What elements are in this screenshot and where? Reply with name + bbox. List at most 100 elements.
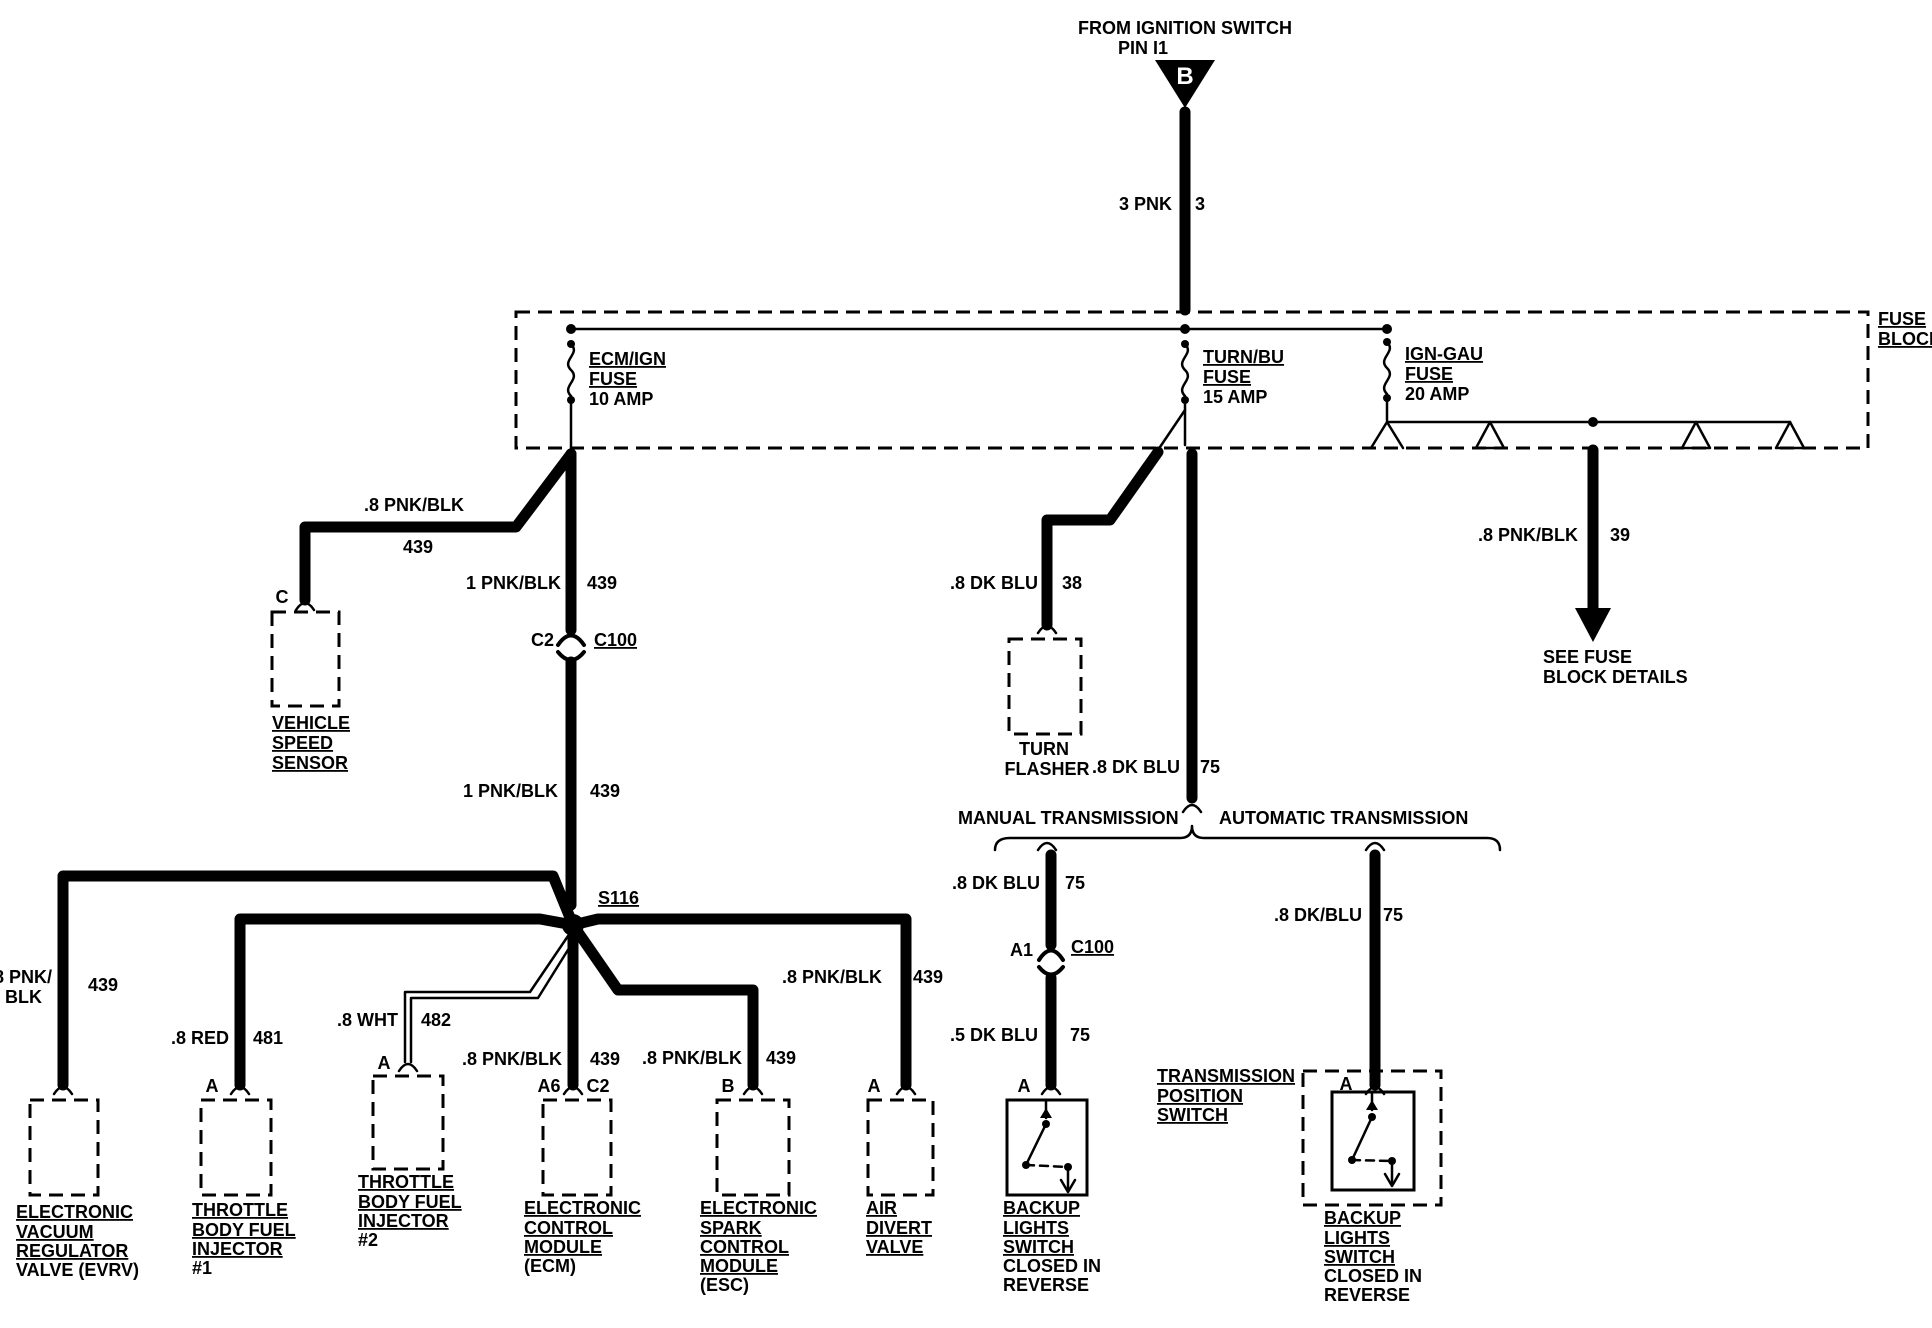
vss-wire-label: .8 PNK/BLK [364,495,464,515]
svg-text:VALVE (EVRV): VALVE (EVRV) [16,1260,139,1280]
turn-flasher-wire-label: .8 DK BLU [950,573,1038,593]
vss-name-line2: SPEED [272,733,333,753]
source-wire-label: 3 PNK [1119,194,1172,214]
injector2-wire-label: .8 WHT [337,1010,398,1030]
svg-text:BODY FUEL: BODY FUEL [192,1220,296,1240]
turn-branch: .8 DK BLU 38 TURN FLASHER .8 DK BLU 75 M… [950,446,1502,1305]
injector2-wire-b [409,935,578,1064]
injector1-wire-label: .8 RED [171,1028,229,1048]
fuse-symbol-icon [1382,340,1392,396]
svg-text:CONTROL: CONTROL [700,1237,789,1257]
svg-text:SPARK: SPARK [700,1218,762,1238]
manual-connector-name: C100 [1071,937,1114,957]
injector1-wire [234,913,579,1091]
turn-flasher-name2: FLASHER [1005,759,1090,779]
ecm-pin-c2: C2 [586,1076,609,1096]
manual-switch-name: BACKUP LIGHTS SWITCH CLOSED IN REVERSE [1003,1198,1101,1295]
fuse-details-note-line1: SEE FUSE [1543,647,1632,667]
ecm-pin-a6: A6 [537,1076,560,1096]
svg-text:BACKUP: BACKUP [1324,1208,1401,1228]
ecm-main-wire-label-lower: 1 PNK/BLK [463,781,558,801]
manual-connector-pin: A1 [1010,940,1033,960]
svg-text:BACKUP: BACKUP [1003,1198,1080,1218]
arrow-down-icon [1575,608,1611,642]
fuse-block-label-line1: FUSE [1878,309,1926,329]
svg-text:BODY FUEL: BODY FUEL [358,1192,462,1212]
svg-text:SWITCH: SWITCH [1003,1237,1074,1257]
fuse-turn-bu: TURN/BU FUSE 15 AMP [1156,340,1284,452]
air-divert-pin: A [868,1076,881,1096]
svg-text:THROTTLE: THROTTLE [192,1200,288,1220]
ecm-name: ELECTRONIC CONTROL MODULE (ECM) [524,1198,641,1276]
injector1-pin: A [206,1076,219,1096]
svg-text:CLOSED IN: CLOSED IN [1003,1256,1101,1276]
svg-text:#1: #1 [192,1258,212,1278]
fuse-symbol-icon [566,342,576,398]
evrv-circuit: 439 [88,975,118,995]
turn-flasher-circuit: 38 [1062,573,1082,593]
vehicle-speed-sensor-box [270,610,341,708]
injector1-circuit: 481 [253,1028,283,1048]
svg-text:(ESC): (ESC) [700,1275,749,1295]
turn-flasher-wire [1041,446,1164,631]
svg-text:(ECM): (ECM) [524,1256,576,1276]
fuse-ign-rating: 20 AMP [1405,384,1469,404]
air-divert-wire [567,913,912,1091]
vss-name-line1: VEHICLE [272,713,350,733]
manual-circuit-upper: 75 [1065,873,1085,893]
automatic-switch-pin: A [1340,1074,1353,1094]
ecm-main-circuit-upper: 439 [587,573,617,593]
fuse-block: FUSE BLOCK ECM/IGN FUSE 10 AMP TURN/BU F… [514,309,1932,452]
esc-box [715,1098,791,1197]
svg-text:DIVERT: DIVERT [866,1218,932,1238]
tps-name2: POSITION [1157,1086,1243,1106]
svg-text:CLOSED IN: CLOSED IN [1324,1266,1422,1286]
air-divert-name: AIR DIVERT VALVE [866,1198,932,1257]
fuse-details-note-line2: BLOCK DETAILS [1543,667,1688,687]
svg-text:REGULATOR: REGULATOR [16,1241,128,1261]
manual-switch-pin: A [1018,1076,1031,1096]
ecm-connector-name: C100 [594,630,637,650]
esc-circuit: 439 [766,1048,796,1068]
transmission-bracket [993,824,1502,852]
svg-text:REVERSE: REVERSE [1324,1285,1410,1305]
svg-text:SWITCH: SWITCH [1324,1247,1395,1267]
backup-wire-circuit: 75 [1200,757,1220,777]
fuse-ign-word: FUSE [1405,364,1453,384]
fuse-ecm-rating: 10 AMP [589,389,653,409]
manual-wire-label-upper: .8 DK BLU [952,873,1040,893]
transmission-position-switch-box [1301,1069,1443,1207]
fuse-output-terminals-icon [1369,420,1806,450]
injector2-box [371,1074,445,1171]
air-divert-circuit: 439 [913,967,943,987]
evrv-wire-label2: BLK [5,987,42,1007]
svg-text:AIR: AIR [866,1198,897,1218]
switch-contacts-icon [1348,1090,1401,1188]
manual-wire-label-lower: .5 DK BLU [950,1025,1038,1045]
fuse-block-label-line2: BLOCK [1878,329,1932,349]
air-divert-wire-label: .8 PNK/BLK [782,967,882,987]
fuse-ign-gau: IGN-GAU FUSE 20 AMP [1369,338,1806,450]
svg-text:ELECTRONIC: ELECTRONIC [524,1198,641,1218]
ecm-box [541,1098,613,1197]
fuse-details-branch: .8 PNK/BLK 39 SEE FUSE BLOCK DETAILS [1478,444,1688,687]
injector1-box [199,1098,273,1197]
fuse-symbol-icon [1180,342,1190,398]
svg-text:ELECTRONIC: ELECTRONIC [700,1198,817,1218]
svg-text:#2: #2 [358,1230,378,1250]
evrv-wire [57,870,579,1091]
tps-name1: TRANSMISSION [1157,1066,1295,1086]
esc-name: ELECTRONIC SPARK CONTROL MODULE (ESC) [700,1198,817,1295]
manual-circuit-lower: 75 [1070,1025,1090,1045]
automatic-switch-name: BACKUP LIGHTS SWITCH CLOSED IN REVERSE [1324,1208,1422,1305]
injector2-pin: A [378,1053,391,1073]
fuse-turn-word: FUSE [1203,367,1251,387]
ecm-load-circuit: 439 [590,1049,620,1069]
svg-text:THROTTLE: THROTTLE [358,1172,454,1192]
esc-wire-label: .8 PNK/BLK [642,1048,742,1068]
ecm-branch: .8 PNK/BLK 439 C VEHICLE SPEED SENSOR 1 … [0,448,943,1295]
svg-text:LIGHTS: LIGHTS [1324,1228,1390,1248]
injector2-circuit: 482 [421,1010,451,1030]
fuse-details-circuit: 39 [1610,525,1630,545]
esc-wire [567,919,759,1091]
